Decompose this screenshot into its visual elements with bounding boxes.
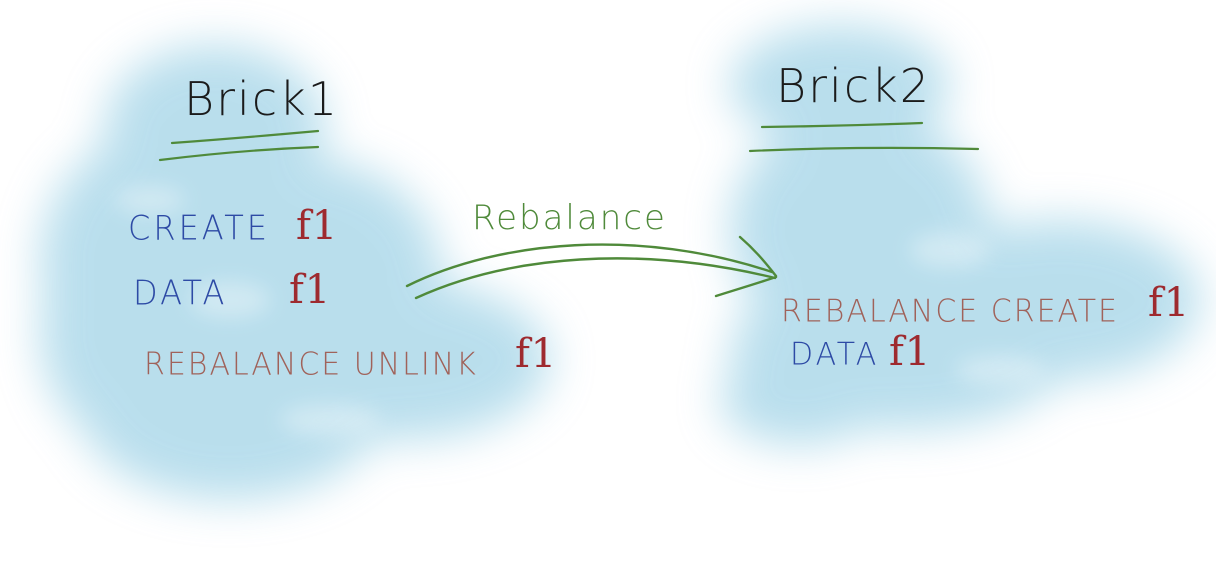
brick1-op-rebalance-unlink: REBALANCE UNLINK bbox=[144, 346, 478, 383]
brick1-op-data: DATA bbox=[133, 273, 228, 313]
brick2-op-rebalance-create: REBALANCE CREATE bbox=[781, 293, 1119, 330]
brick1-cloud bbox=[40, 45, 550, 500]
brick2-file-data: f1 bbox=[889, 329, 932, 375]
brick2-title-underline bbox=[748, 121, 980, 153]
brick1-title: Brick1 bbox=[184, 72, 340, 126]
brick2-file-rebalance-create: f1 bbox=[1148, 280, 1191, 326]
brick1-file-create: f1 bbox=[296, 203, 339, 249]
brick2-cloud bbox=[720, 25, 1200, 445]
brick2-title: Brick2 bbox=[776, 59, 932, 113]
brick1-title-underline bbox=[158, 129, 320, 162]
brick1-op-create: CREATE bbox=[128, 208, 270, 248]
brick1-file-data: f1 bbox=[289, 267, 332, 313]
rebalance-arrow-label: Rebalance bbox=[472, 198, 667, 238]
brick2-op-data: DATA bbox=[790, 336, 880, 373]
rebalance-arrow bbox=[405, 235, 778, 300]
brick1-file-rebalance-unlink: f1 bbox=[515, 331, 558, 377]
